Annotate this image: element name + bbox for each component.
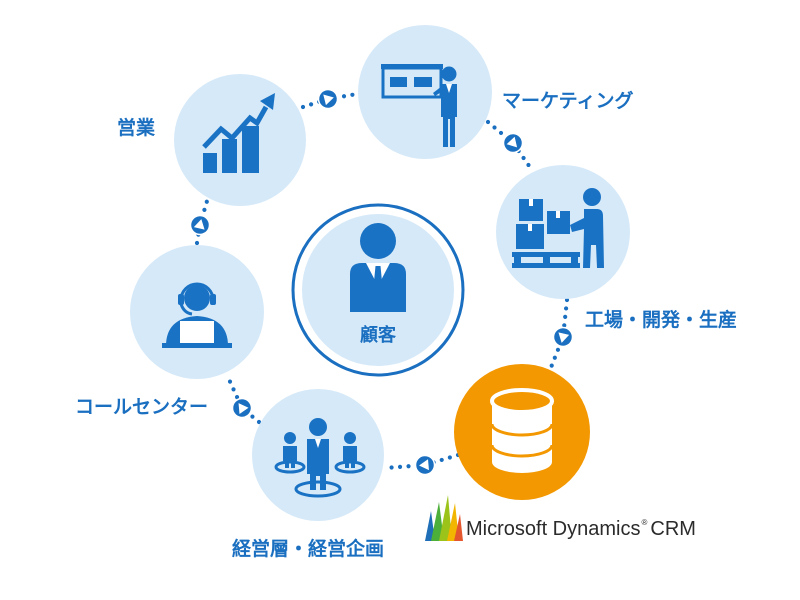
node-call-center bbox=[130, 245, 264, 379]
arrow-triangle-icon bbox=[506, 136, 518, 148]
hub-label: 顧客 bbox=[360, 324, 397, 346]
board-panel bbox=[390, 77, 407, 87]
node-sales bbox=[174, 74, 306, 206]
node-crm-database bbox=[454, 364, 590, 500]
arrow-triangle-icon bbox=[419, 459, 429, 471]
arrow-triangle-icon bbox=[238, 403, 249, 415]
database-top bbox=[490, 388, 554, 414]
member-head bbox=[344, 432, 356, 444]
trend-arrow-line bbox=[202, 105, 269, 149]
warehouse-worker-icon bbox=[512, 188, 604, 268]
logo-facet bbox=[454, 514, 463, 541]
headset-mic bbox=[179, 303, 193, 316]
board-panel bbox=[414, 77, 432, 87]
cargo-box bbox=[519, 199, 543, 221]
customer-icon bbox=[350, 223, 406, 312]
logo-facet bbox=[431, 502, 444, 541]
headset-band bbox=[179, 282, 215, 301]
node-label-call-center: コールセンター bbox=[75, 396, 208, 418]
leader-collar bbox=[315, 439, 321, 448]
member-body bbox=[343, 446, 357, 468]
logo-facet bbox=[447, 503, 459, 541]
presentation-icon bbox=[381, 64, 457, 147]
arrow-triangle-icon bbox=[323, 94, 334, 106]
chart-bar bbox=[203, 153, 217, 173]
sales-growth-chart-icon bbox=[202, 93, 275, 173]
node-management bbox=[252, 389, 384, 521]
node-label-sales: 営業 bbox=[117, 116, 156, 139]
leader-body bbox=[307, 439, 329, 490]
logo-brand: Microsoft Dynamics bbox=[466, 518, 640, 540]
node-label-marketing: マーケティング bbox=[502, 89, 633, 112]
board-top-rail bbox=[381, 64, 443, 69]
flow-arrow-marker bbox=[502, 132, 524, 154]
operator-head bbox=[184, 285, 210, 311]
presenter-arm bbox=[433, 86, 443, 96]
node-circle bbox=[130, 245, 264, 379]
member-body bbox=[283, 446, 297, 468]
spotlight-ring bbox=[294, 480, 342, 498]
flow-markers bbox=[189, 88, 574, 476]
presenter-collar bbox=[446, 84, 452, 93]
member-head bbox=[284, 432, 296, 444]
database-band bbox=[490, 423, 554, 437]
pallet-block bbox=[571, 257, 578, 263]
logo-wordmark: Microsoft Dynamics®CRM bbox=[466, 518, 696, 540]
microsoft-dynamics-crm-logo: Microsoft Dynamics®CRM bbox=[425, 495, 696, 541]
node-label-factory: 工場・開発・生産 bbox=[585, 308, 737, 331]
node-marketing bbox=[358, 25, 492, 159]
cargo-box bbox=[547, 211, 570, 234]
operator-desk bbox=[162, 343, 232, 348]
flow-arrow-marker bbox=[231, 397, 253, 419]
presenter-body bbox=[441, 84, 457, 147]
pallet-bottom bbox=[512, 263, 580, 268]
connector-management-to-callcenter bbox=[224, 372, 262, 425]
box-tape bbox=[556, 211, 560, 218]
call-center-operator-icon bbox=[162, 282, 232, 348]
chart-bar bbox=[242, 126, 259, 173]
node-circle bbox=[358, 25, 492, 159]
box-tape bbox=[528, 224, 532, 231]
worker-body bbox=[570, 209, 604, 268]
database-icon bbox=[490, 388, 554, 473]
flow-arrow-marker bbox=[552, 326, 574, 348]
flow-arrow-marker bbox=[189, 214, 211, 236]
logo-product: CRM bbox=[650, 518, 696, 540]
database-band bbox=[490, 444, 554, 458]
trend-arrow-head bbox=[260, 93, 275, 110]
management-team-icon bbox=[274, 418, 366, 498]
pallet-block bbox=[543, 257, 550, 263]
logo-facet bbox=[439, 495, 452, 541]
dynamics-logo-icon bbox=[425, 495, 463, 541]
flow-arrow-marker bbox=[317, 88, 339, 110]
flow-arrow-marker bbox=[414, 454, 436, 476]
customer-head bbox=[360, 223, 396, 259]
chart-bar bbox=[222, 139, 237, 173]
headset-earpiece bbox=[178, 294, 184, 305]
node-circle bbox=[174, 74, 306, 206]
leader-head bbox=[309, 418, 327, 436]
headset-earpiece bbox=[210, 294, 216, 305]
logo-trademark: ® bbox=[641, 518, 647, 527]
logo-facet bbox=[425, 511, 435, 541]
operator-laptop bbox=[180, 321, 214, 344]
node-factory bbox=[496, 165, 630, 299]
box-tape bbox=[529, 199, 533, 206]
arrow-triangle-icon bbox=[558, 332, 570, 343]
arrow-triangle-icon bbox=[193, 219, 205, 230]
node-label-management: 経営層・経営企画 bbox=[232, 537, 384, 560]
pallet-block bbox=[514, 257, 521, 263]
pallet-top bbox=[512, 252, 580, 257]
presenter-head bbox=[441, 66, 457, 82]
customer-tie bbox=[373, 266, 383, 299]
connector-factory-to-crm bbox=[547, 297, 570, 373]
worker-head bbox=[583, 188, 601, 206]
customer-hub: 顧客 bbox=[291, 203, 465, 377]
